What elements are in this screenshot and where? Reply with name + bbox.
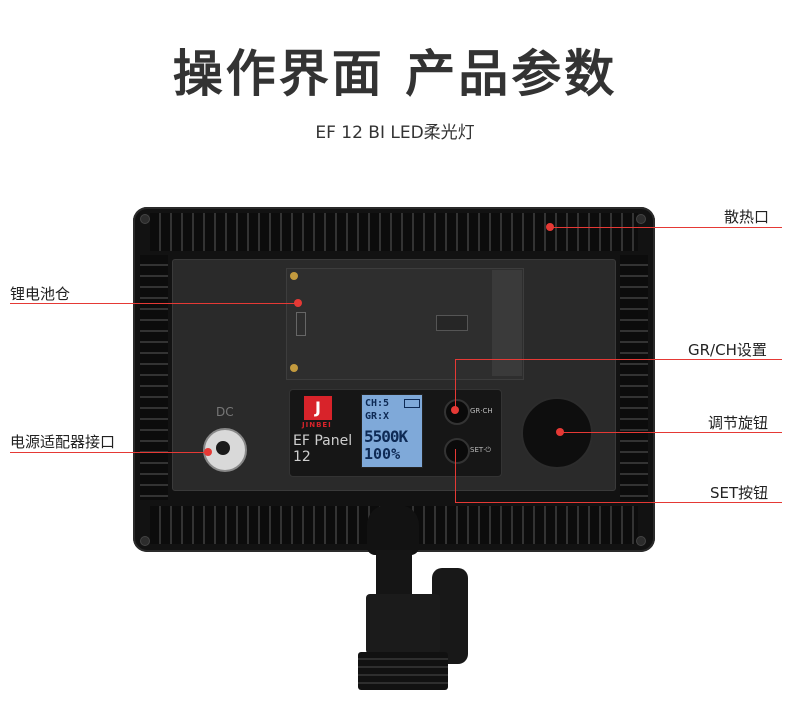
- label-knob: 调节旋钮: [708, 414, 769, 432]
- callout-line: [455, 449, 456, 502]
- label-gr-ch: GR/CH设置: [688, 341, 767, 359]
- lcd-color-temp: 5500K: [364, 427, 408, 446]
- heat-vent-right: [620, 255, 648, 500]
- battery-level-icon: [404, 399, 420, 408]
- model-line2: 12: [293, 449, 311, 465]
- mount-neck: [376, 550, 412, 600]
- callout-dot: [294, 299, 302, 307]
- product-subtitle: EF 12 BI LED柔光灯: [315, 123, 475, 143]
- battery-contact-icon: [290, 364, 298, 372]
- lcd-display: CH:5 GR:X 5500K 100%: [361, 394, 423, 468]
- screw-icon: [636, 214, 646, 224]
- brand-name: JINBEI: [302, 421, 332, 429]
- lcd-channel: CH:5: [365, 398, 390, 409]
- battery-icon: [296, 312, 306, 336]
- heat-vent-left: [140, 255, 168, 500]
- battery-latch-slot: [436, 315, 468, 331]
- callout-line: [10, 303, 298, 304]
- callout-dot: [204, 448, 212, 456]
- label-battery: 锂电池仓: [10, 285, 71, 303]
- model-line1: EF Panel: [293, 433, 353, 449]
- callout-line: [455, 502, 782, 503]
- callout-line: [10, 452, 208, 453]
- gr-ch-button-label: GR·CH: [470, 407, 493, 415]
- callout-dot: [451, 406, 459, 414]
- lcd-brightness: 100%: [364, 445, 401, 463]
- screw-icon: [636, 536, 646, 546]
- dc-port-hole: [216, 441, 230, 455]
- mount-block: [366, 594, 440, 654]
- heat-vent-top: [150, 213, 638, 251]
- screw-icon: [140, 536, 150, 546]
- callout-line: [455, 359, 456, 410]
- set-button-label: SET·⏻: [470, 446, 491, 454]
- lcd-group: GR:X: [365, 411, 390, 422]
- model-name: EF Panel 12: [293, 433, 352, 465]
- label-dc: 电源适配器接口: [10, 433, 116, 451]
- battery-plate-tab: [492, 270, 522, 376]
- set-button[interactable]: [444, 438, 470, 464]
- screw-icon: [140, 214, 150, 224]
- battery-plate: [286, 268, 524, 380]
- label-set: SET按钮: [710, 484, 769, 502]
- battery-contact-icon: [290, 272, 298, 280]
- callout-line: [550, 227, 782, 228]
- callout-line: [560, 432, 782, 433]
- mount-ball-head: [367, 505, 419, 555]
- page-title: 操作界面 产品参数: [172, 45, 618, 103]
- dc-label: DC: [216, 405, 234, 419]
- cold-shoe: [358, 652, 448, 690]
- label-heat-vent: 散热口: [724, 208, 770, 226]
- callout-line: [455, 359, 782, 360]
- brand-logo: J: [304, 396, 332, 420]
